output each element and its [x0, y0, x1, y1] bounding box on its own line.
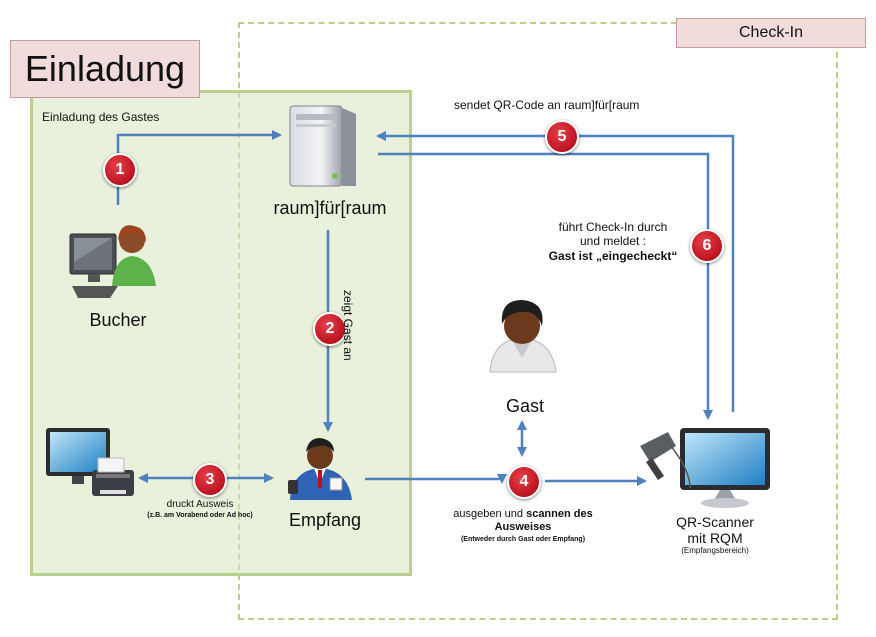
sendet-qr-label: sendet QR-Code an raum]für[raum	[454, 98, 640, 112]
scanner-label-2: mit RQM	[687, 530, 743, 546]
einladung-des-gastes-label: Einladung des Gastes	[42, 110, 160, 124]
arrow-5	[376, 131, 735, 412]
server-icon	[289, 105, 356, 187]
ausgeben-sub: (Entweder durch Gast oder Empfang)	[460, 536, 586, 543]
gast-icon	[489, 300, 557, 373]
scanner-label-1: QR-Scanner	[676, 514, 754, 530]
zeigt-gast-an-label: zeigt Gast an	[341, 290, 355, 361]
step-badge-6: 6	[690, 229, 724, 263]
empfang-icon	[288, 438, 352, 500]
druckt-ausweis-label: druckt Ausweis	[166, 499, 234, 510]
einladung-title: Einladung	[10, 40, 200, 98]
gast-label: Gast	[505, 396, 544, 416]
bucher-icon	[69, 225, 156, 298]
bucher-label: Bucher	[89, 310, 147, 330]
arrow-1	[116, 130, 282, 205]
scanner-icon	[640, 428, 770, 508]
step-badge-5: 5	[545, 120, 579, 154]
empfang-label: Empfang	[288, 510, 362, 530]
step-badge-2: 2	[313, 312, 347, 346]
ausgeben-line1: ausgeben und scannen des	[438, 508, 608, 520]
printer-icon	[46, 428, 134, 496]
gast-eingecheckt-label: Gast ist „eingecheckt“	[548, 249, 678, 263]
arrow-6	[378, 152, 713, 420]
ausgeben-bold2: Ausweises	[494, 521, 552, 533]
druckt-ausweis-sub: (z.B. am Vorabend oder Ad hoc)	[147, 512, 253, 519]
arrow-empfang-4	[365, 474, 507, 484]
ausgeben-prefix: ausgeben und	[453, 508, 524, 520]
step-badge-1: 1	[103, 153, 137, 187]
ausgeben-bold1: scannen des	[526, 508, 593, 520]
server-label: raum]für[raum	[273, 198, 387, 218]
step-badge-4: 4	[507, 465, 541, 499]
checkin-title: Check-In	[676, 18, 866, 48]
scanner-sub: (Empfangsbereich)	[681, 546, 749, 555]
step-badge-3: 3	[193, 463, 227, 497]
fuehrt-checkin-line1: führt Check-In durch	[558, 220, 668, 234]
fuehrt-checkin-line2: und meldet :	[579, 234, 647, 248]
